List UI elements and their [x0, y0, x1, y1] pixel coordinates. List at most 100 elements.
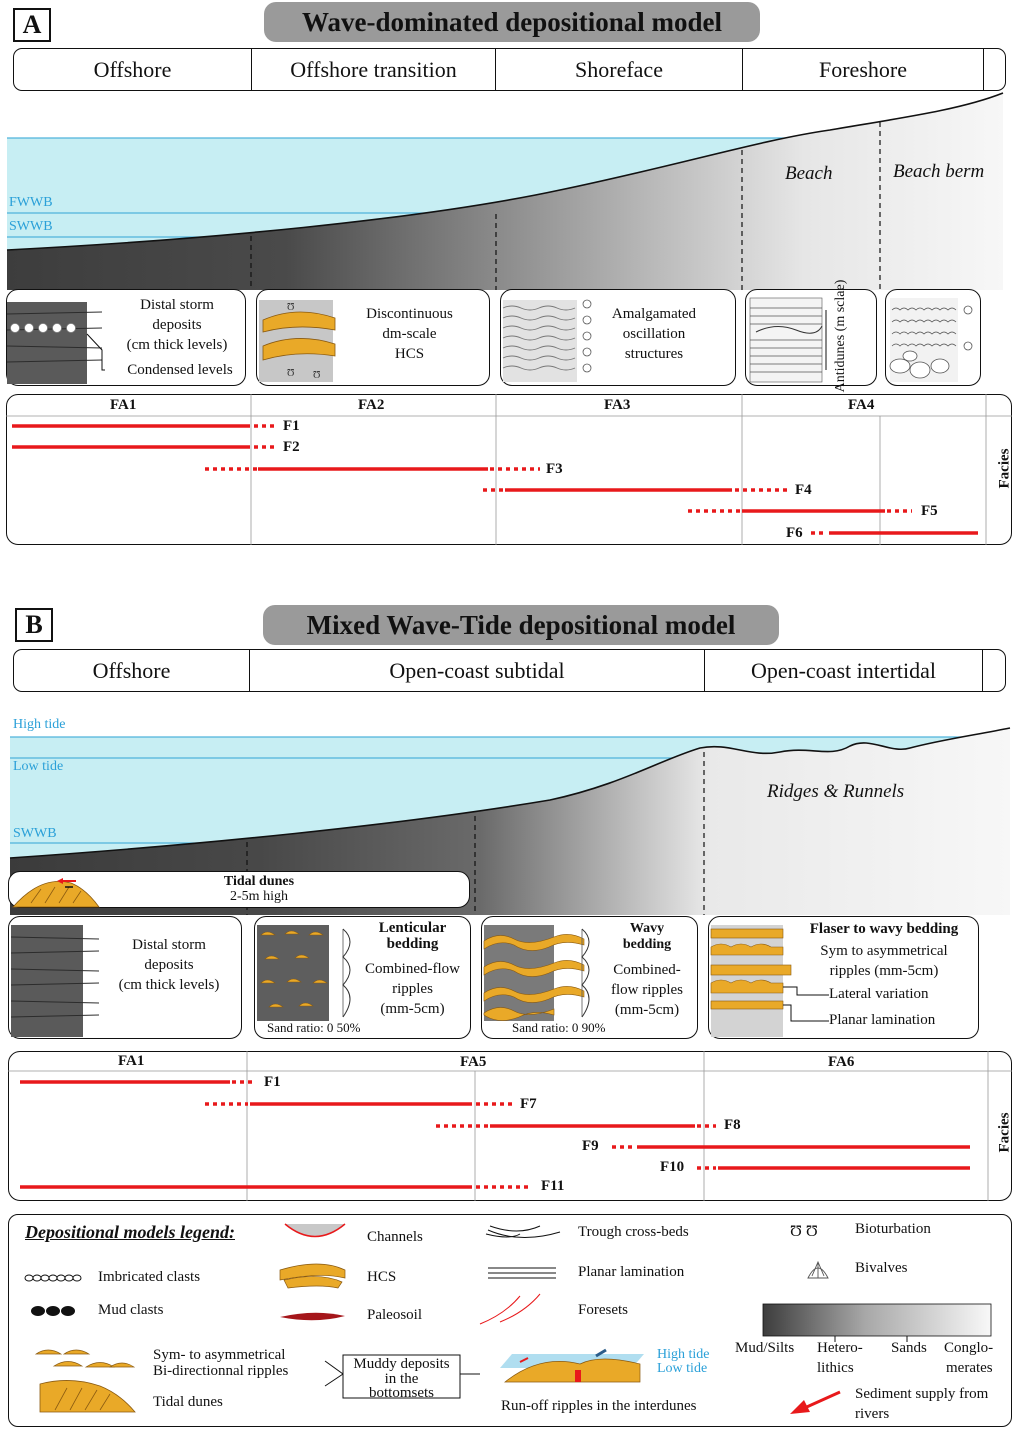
level-swwb-a: SWWB — [9, 219, 53, 234]
level-swwb-b: SWWB — [13, 826, 57, 841]
fa-a-3: FA3 — [604, 397, 631, 413]
panel-b-letter: B — [15, 608, 53, 642]
legend-paleosoil: Paleosoil — [367, 1307, 422, 1323]
legend-sediment-1: Sediment supply from — [855, 1386, 989, 1402]
facies-side-b: Facies — [996, 1112, 1012, 1153]
legend-trough: Trough cross-beds — [578, 1224, 689, 1240]
fa6-title: Flaser to wavy bedding — [809, 921, 959, 937]
box-b-fa5b: Wavy bedding Combined- flow ripples (mm-… — [481, 916, 698, 1039]
fa5a-title-1: Lenticular — [378, 920, 447, 936]
label-ridges-runnels: Ridges & Runnels — [767, 781, 905, 802]
panel-a-letter: A — [13, 8, 51, 42]
fa1-b-line2: deposits — [144, 957, 194, 973]
fa6-text-1: Sym to asymmetrical — [820, 943, 948, 959]
svg-text:Ʊ: Ʊ — [287, 302, 294, 313]
legend-muddy-2: in the — [384, 1371, 419, 1387]
level-high-tide: High tide — [13, 717, 66, 732]
fa1-a-line2: deposits — [152, 317, 202, 333]
legend-bivalves: Bivalves — [855, 1260, 908, 1276]
box-a-fa1: Distal storm deposits (cm thick levels) … — [6, 289, 246, 386]
fa6-text-2: ripples (mm-5cm) — [829, 963, 939, 979]
panel-b-profile — [9, 727, 1011, 915]
planar-lamination-icon — [488, 1267, 556, 1279]
panel-a-title: Wave-dominated depositional model — [264, 2, 760, 42]
facies-f6: F6 — [786, 525, 803, 541]
legend-hcs: HCS — [367, 1269, 397, 1285]
ripples-icon — [34, 1349, 136, 1368]
panel-b-facies-lines — [8, 1051, 1012, 1201]
legend-grain-conglo-1: Conglo- — [944, 1340, 994, 1356]
tidal-dunes-legend-icon — [39, 1380, 136, 1413]
tidal-dunes-title: Tidal dunes — [223, 874, 295, 889]
fa5a-text-2: ripples — [392, 981, 433, 997]
panel-a-facies-lines — [6, 394, 1012, 545]
label-beach: Beach — [785, 163, 833, 184]
zone-foreshore: Foreshore — [743, 49, 984, 90]
box-b-fa5a: Lenticular bedding Combined-flow ripples… — [254, 916, 471, 1039]
facies-f3: F3 — [546, 461, 563, 477]
fa-a-4: FA4 — [848, 397, 875, 413]
facies-f7: F7 — [520, 1096, 537, 1112]
fa2-a-line1: Discontinuous — [366, 306, 453, 322]
zone-b-offshore: Offshore — [14, 650, 250, 691]
legend-planar: Planar lamination — [578, 1264, 685, 1280]
fa5b-text-1: Combined- — [613, 962, 681, 978]
zone-b-intertidal: Open-coast intertidal — [705, 650, 983, 691]
zone-offshore: Offshore — [14, 49, 252, 90]
mud-block-icon — [10, 925, 100, 1037]
mud-clasts-icon — [31, 1306, 75, 1316]
fa1-b-line1: Distal storm — [132, 937, 206, 953]
oscillation-block-icon — [502, 299, 592, 382]
legend-muddy-3: bottomsets — [368, 1385, 434, 1401]
legend-grain-hetero-2: lithics — [817, 1360, 854, 1376]
fa-a-1: FA1 — [110, 397, 137, 413]
box-a-fa3: Amalgamated oscillation structures — [500, 289, 736, 386]
facies-side-a: Facies — [996, 448, 1012, 489]
bivalves-icon — [807, 1260, 829, 1279]
fa1-a-line1: Distal storm — [140, 297, 214, 313]
bivalve-icon — [582, 299, 592, 373]
legend-foresets: Foresets — [578, 1302, 628, 1318]
facies-f11: F11 — [541, 1178, 565, 1194]
panel-b-zone-bar: Offshore Open-coast subtidal Open-coast … — [13, 649, 1006, 692]
panel-b-title: Mixed Wave-Tide depositional model — [263, 605, 779, 645]
facies-f1-b: F1 — [264, 1074, 281, 1090]
fa1-a-condensed: Condensed levels — [127, 362, 233, 378]
legend-tidal-dunes: Tidal dunes — [153, 1394, 223, 1410]
fa5b-title-1: Wavy — [629, 921, 665, 936]
level-fwwb: FWWB — [9, 195, 53, 210]
box-tidal-dunes: Tidal dunes 2-5m high — [8, 871, 470, 908]
fa5b-text-3: (mm-5cm) — [614, 1002, 680, 1018]
conglomerate-block-icon — [889, 298, 973, 382]
facies-f8: F8 — [724, 1117, 741, 1133]
legend-grain-hetero-1: Hetero- — [817, 1340, 863, 1356]
lenticular-block-icon — [257, 925, 351, 1021]
box-b-fa6: Flaser to wavy bedding Sym to asymmetric… — [708, 916, 979, 1039]
svg-text:Ʊ: Ʊ — [287, 368, 294, 379]
facies-f1-a: F1 — [283, 418, 300, 434]
legend-sediment-2: rivers — [855, 1406, 890, 1422]
fa-a-2: FA2 — [358, 397, 385, 413]
legend-icons: Ʊ Ʊ — [24, 1223, 992, 1414]
fa1-a-line3: (cm thick levels) — [126, 337, 228, 353]
fa2-a-line2: dm-scale — [382, 326, 437, 342]
imbricated-clasts-icon — [24, 1274, 82, 1282]
fa3-a-line1: Amalgamated — [611, 306, 697, 322]
paleosoil-icon — [280, 1312, 345, 1321]
legend-imbricated: Imbricated clasts — [98, 1269, 201, 1285]
fa6-planar: Planar lamination — [829, 1012, 936, 1028]
fa6-lateral: Lateral variation — [829, 986, 929, 1002]
legend-muddy-1: Muddy deposits — [353, 1356, 450, 1372]
facies-f5: F5 — [921, 503, 938, 519]
box-b-fa1: Distal storm deposits (cm thick levels) — [8, 916, 242, 1039]
fa5a-text-3: (mm-5cm) — [380, 1001, 445, 1017]
fa5a-sand-ratio: Sand ratio: 0 50% — [267, 1020, 361, 1035]
box-a-fa4b — [885, 289, 981, 386]
fa5b-text-2: flow ripples — [610, 982, 684, 998]
level-low-tide: Low tide — [13, 759, 64, 774]
legend-channels: Channels — [367, 1229, 423, 1245]
trough-cross-beds-icon — [485, 1225, 561, 1239]
fa2-a-line3: HCS — [394, 346, 425, 362]
fa5b-sand-ratio: Sand ratio: 0 90% — [512, 1020, 606, 1035]
